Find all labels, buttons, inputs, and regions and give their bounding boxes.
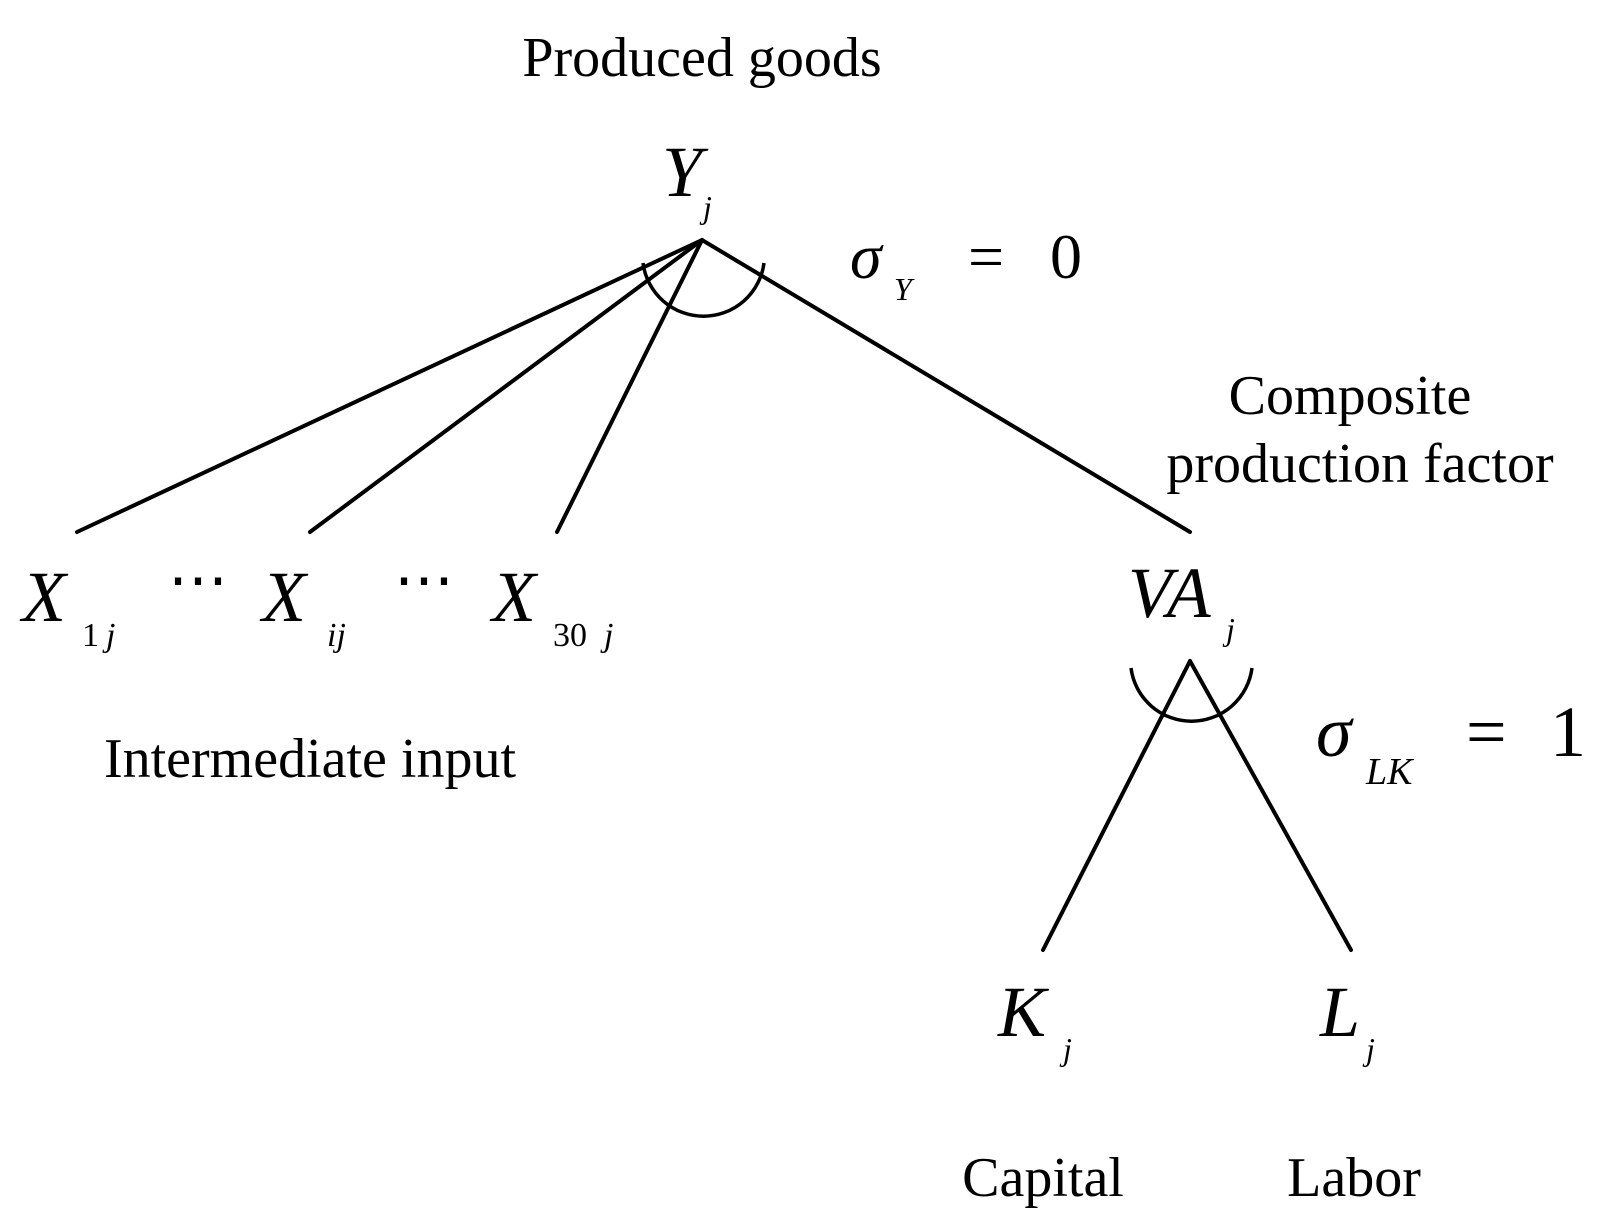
sigma-lk-equals: =: [1466, 692, 1507, 772]
node-y-subscript: j: [699, 189, 712, 225]
node-y-j: Y j: [662, 132, 712, 225]
composite-label-line2: production factor: [1166, 433, 1554, 495]
intermediate-input-label: Intermediate input: [104, 728, 517, 790]
node-l-j: L j: [1319, 972, 1375, 1067]
edge-y-to-vaj: [700, 238, 1192, 534]
sigma-y-subscript: Y: [894, 271, 915, 307]
node-x30-base: X: [489, 557, 539, 637]
node-x1-base: X: [19, 557, 69, 637]
labor-label: Labor: [1287, 1147, 1421, 1209]
node-x30-subscript-index: j: [600, 617, 613, 654]
node-x-1j: X 1 j: [19, 557, 115, 654]
elasticity-sigma-y: σ Y = 0: [850, 221, 1082, 307]
node-x1-subscript-number: 1: [82, 617, 99, 654]
elasticity-sigma-lk: σ LK = 1: [1316, 692, 1586, 793]
node-l-subscript: j: [1362, 1031, 1375, 1067]
edge-va-to-lj: [1188, 659, 1353, 952]
node-k-base: K: [997, 972, 1050, 1052]
node-xi-subscript: ij: [327, 617, 346, 654]
sigma-y-equals: =: [968, 221, 1004, 292]
edge-y-to-x30j: [555, 238, 704, 534]
node-va-base: VA: [1128, 553, 1212, 633]
node-x-30j: X 30 j: [489, 557, 613, 654]
node-va-j: VA j: [1128, 553, 1235, 647]
capital-label: Capital: [962, 1147, 1124, 1209]
edge-va-to-kj: [1041, 659, 1192, 952]
node-xi-base: X: [259, 557, 309, 637]
ellipsis-1: ⋯: [168, 547, 228, 613]
sigma-y-symbol: σ: [850, 221, 884, 292]
sigma-lk-value: 1: [1550, 692, 1586, 772]
sigma-y-value: 0: [1050, 221, 1082, 292]
node-k-j: K j: [997, 972, 1072, 1067]
node-x-ij: X ij: [259, 557, 346, 654]
node-l-base: L: [1319, 972, 1360, 1052]
edge-y-to-x1j: [75, 238, 704, 534]
sigma-lk-symbol: σ: [1316, 692, 1354, 772]
sigma-lk-subscript: LK: [1365, 751, 1414, 793]
produced-goods-label: Produced goods: [522, 27, 881, 89]
node-va-subscript: j: [1222, 611, 1235, 647]
node-k-subscript: j: [1059, 1031, 1072, 1067]
elasticity-arc-va: [1129, 667, 1254, 723]
composite-label-line1: Composite: [1229, 365, 1472, 427]
edge-y-to-xij: [308, 238, 704, 534]
elasticity-arc-y: [641, 262, 766, 318]
node-y-base: Y: [662, 132, 709, 212]
node-x1-subscript-index: j: [102, 617, 115, 654]
ellipsis-2: ⋯: [394, 547, 454, 613]
node-x30-subscript-number: 30: [553, 617, 587, 654]
